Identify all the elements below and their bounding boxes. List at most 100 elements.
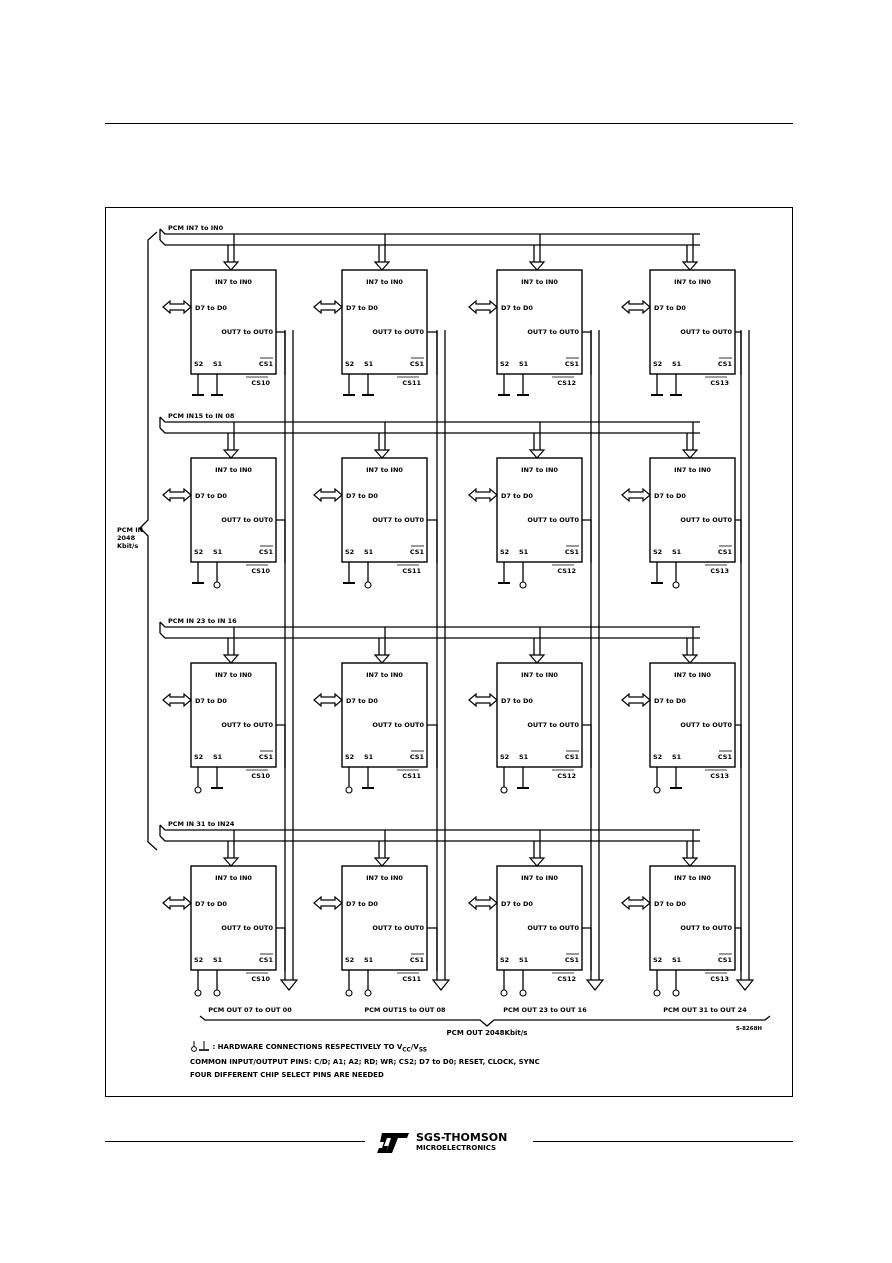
chip-out-label: OUT7 to OUT0	[527, 721, 579, 729]
chip-in-label: IN7 to IN0	[674, 874, 711, 882]
output-link	[427, 519, 438, 563]
chip-s2-label: S2	[345, 753, 354, 761]
chip-s2-label: S2	[194, 753, 203, 761]
output-link	[735, 927, 742, 971]
chip-box	[496, 865, 583, 971]
input-bus-label: PCM IN7 to IN0	[168, 224, 224, 232]
chip-out-label: OUT7 to OUT0	[372, 924, 424, 932]
double-arrow-icon	[313, 692, 343, 708]
brand-subtitle: MICROELECTRONICS	[416, 1144, 497, 1152]
vcc-circle-icon	[653, 786, 661, 794]
vcc-circle-icon	[364, 581, 372, 589]
chip-s2-label: S2	[345, 956, 354, 964]
double-arrow-icon	[468, 487, 498, 503]
chip-in-label: IN7 to IN0	[521, 671, 558, 679]
chip-s1-label: S1	[672, 753, 682, 761]
input-arrow-icon	[681, 857, 699, 867]
output-link	[582, 519, 592, 563]
legend-vcc-sub: CC	[402, 1047, 411, 1054]
chip-s2-label: S2	[653, 753, 662, 761]
chip-cs-label: CS1	[565, 753, 580, 761]
double-arrow-icon	[468, 299, 498, 315]
st-logo-icon	[377, 1133, 409, 1153]
input-arrow-icon	[681, 261, 699, 271]
chip-cs-label: CS1	[410, 753, 425, 761]
chip-in-label: IN7 to IN0	[366, 671, 403, 679]
output-link	[582, 927, 592, 971]
chip-select-label: CS12	[557, 772, 576, 780]
footer-brand: SGS-THOMSON MICROELECTRONICS	[376, 1131, 536, 1155]
double-arrow-icon	[621, 895, 651, 911]
chip-data-label: D7 to D0	[501, 492, 533, 500]
legend-vss-sep: /V	[410, 1043, 419, 1051]
vcc-circle-icon	[364, 989, 372, 997]
chip-s1-label: S1	[364, 753, 374, 761]
input-bus-label: PCM IN 31 to IN24	[168, 820, 235, 828]
chip-s1-label: S1	[213, 956, 223, 964]
output-link	[276, 927, 286, 971]
chip-in-label: IN7 to IN0	[521, 278, 558, 286]
footer-rule-right	[533, 1141, 793, 1142]
chip-box	[496, 662, 583, 768]
chip-s1-label: S1	[519, 548, 529, 556]
chip-box	[190, 662, 277, 768]
chip-s2-label: S2	[653, 548, 662, 556]
chip-s1-label: S1	[519, 956, 529, 964]
vcc-circle-icon	[500, 786, 508, 794]
chip-in-label: IN7 to IN0	[366, 874, 403, 882]
chip-s2-label: S2	[345, 548, 354, 556]
chip-s2-label: S2	[194, 956, 203, 964]
double-arrow-icon	[162, 299, 192, 315]
chip-out-label: OUT7 to OUT0	[527, 328, 579, 336]
input-arrow-icon	[373, 654, 391, 664]
double-arrow-icon	[621, 487, 651, 503]
output-link	[582, 331, 592, 375]
chip-data-label: D7 to D0	[346, 697, 378, 705]
chip-s1-label: S1	[672, 360, 682, 368]
brand-name: SGS-THOMSON	[416, 1131, 508, 1144]
vcc-circle-icon	[500, 989, 508, 997]
input-arrow-icon	[222, 654, 240, 664]
chip-s1-label: S1	[364, 548, 374, 556]
input-bus-line	[159, 427, 700, 434]
output-arrow-icon	[735, 979, 755, 991]
chip-data-label: D7 to D0	[501, 304, 533, 312]
chip-select-label: CS13	[710, 772, 729, 780]
double-arrow-icon	[313, 895, 343, 911]
chip-s2-label: S2	[500, 360, 509, 368]
chip-cs-label: CS1	[718, 753, 733, 761]
input-arrow-icon	[681, 449, 699, 459]
chip-select-label: CS12	[557, 379, 576, 387]
chip-box	[341, 269, 428, 375]
pcm-out-brace	[199, 1015, 771, 1027]
pcm-in-total-label: 2048	[117, 534, 136, 542]
chip-select-label: CS10	[251, 975, 270, 983]
chip-s1-label: S1	[213, 753, 223, 761]
pcm-in-total-label: Kbit/s	[117, 542, 138, 550]
input-arrow-icon	[373, 261, 391, 271]
chip-data-label: D7 to D0	[195, 900, 227, 908]
input-arrow-icon	[222, 857, 240, 867]
input-bus-label: PCM IN15 to IN 08	[168, 412, 235, 420]
pcm-out-total-label: PCM OUT 2048Kbit/s	[447, 1029, 528, 1037]
input-bus-line	[159, 416, 700, 423]
chip-box	[496, 269, 583, 375]
chip-box	[649, 457, 736, 563]
chip-s1-label: S1	[519, 360, 529, 368]
double-arrow-icon	[313, 299, 343, 315]
chip-out-label: OUT7 to OUT0	[221, 516, 273, 524]
chip-data-label: D7 to D0	[195, 697, 227, 705]
vcc-circle-icon	[519, 581, 527, 589]
chip-in-label: IN7 to IN0	[215, 466, 252, 474]
legend-hardware-text: : HARDWARE CONNECTIONS RESPECTIVELY TO V	[212, 1043, 403, 1051]
figure-code: S-8268H	[736, 1026, 763, 1032]
output-link	[735, 519, 742, 563]
chip-s1-label: S1	[364, 360, 374, 368]
chip-select-label: CS13	[710, 379, 729, 387]
double-arrow-icon	[468, 895, 498, 911]
double-arrow-icon	[468, 692, 498, 708]
input-bus-line	[159, 239, 700, 246]
chip-out-label: OUT7 to OUT0	[372, 516, 424, 524]
vcc-circle-icon	[194, 786, 202, 794]
